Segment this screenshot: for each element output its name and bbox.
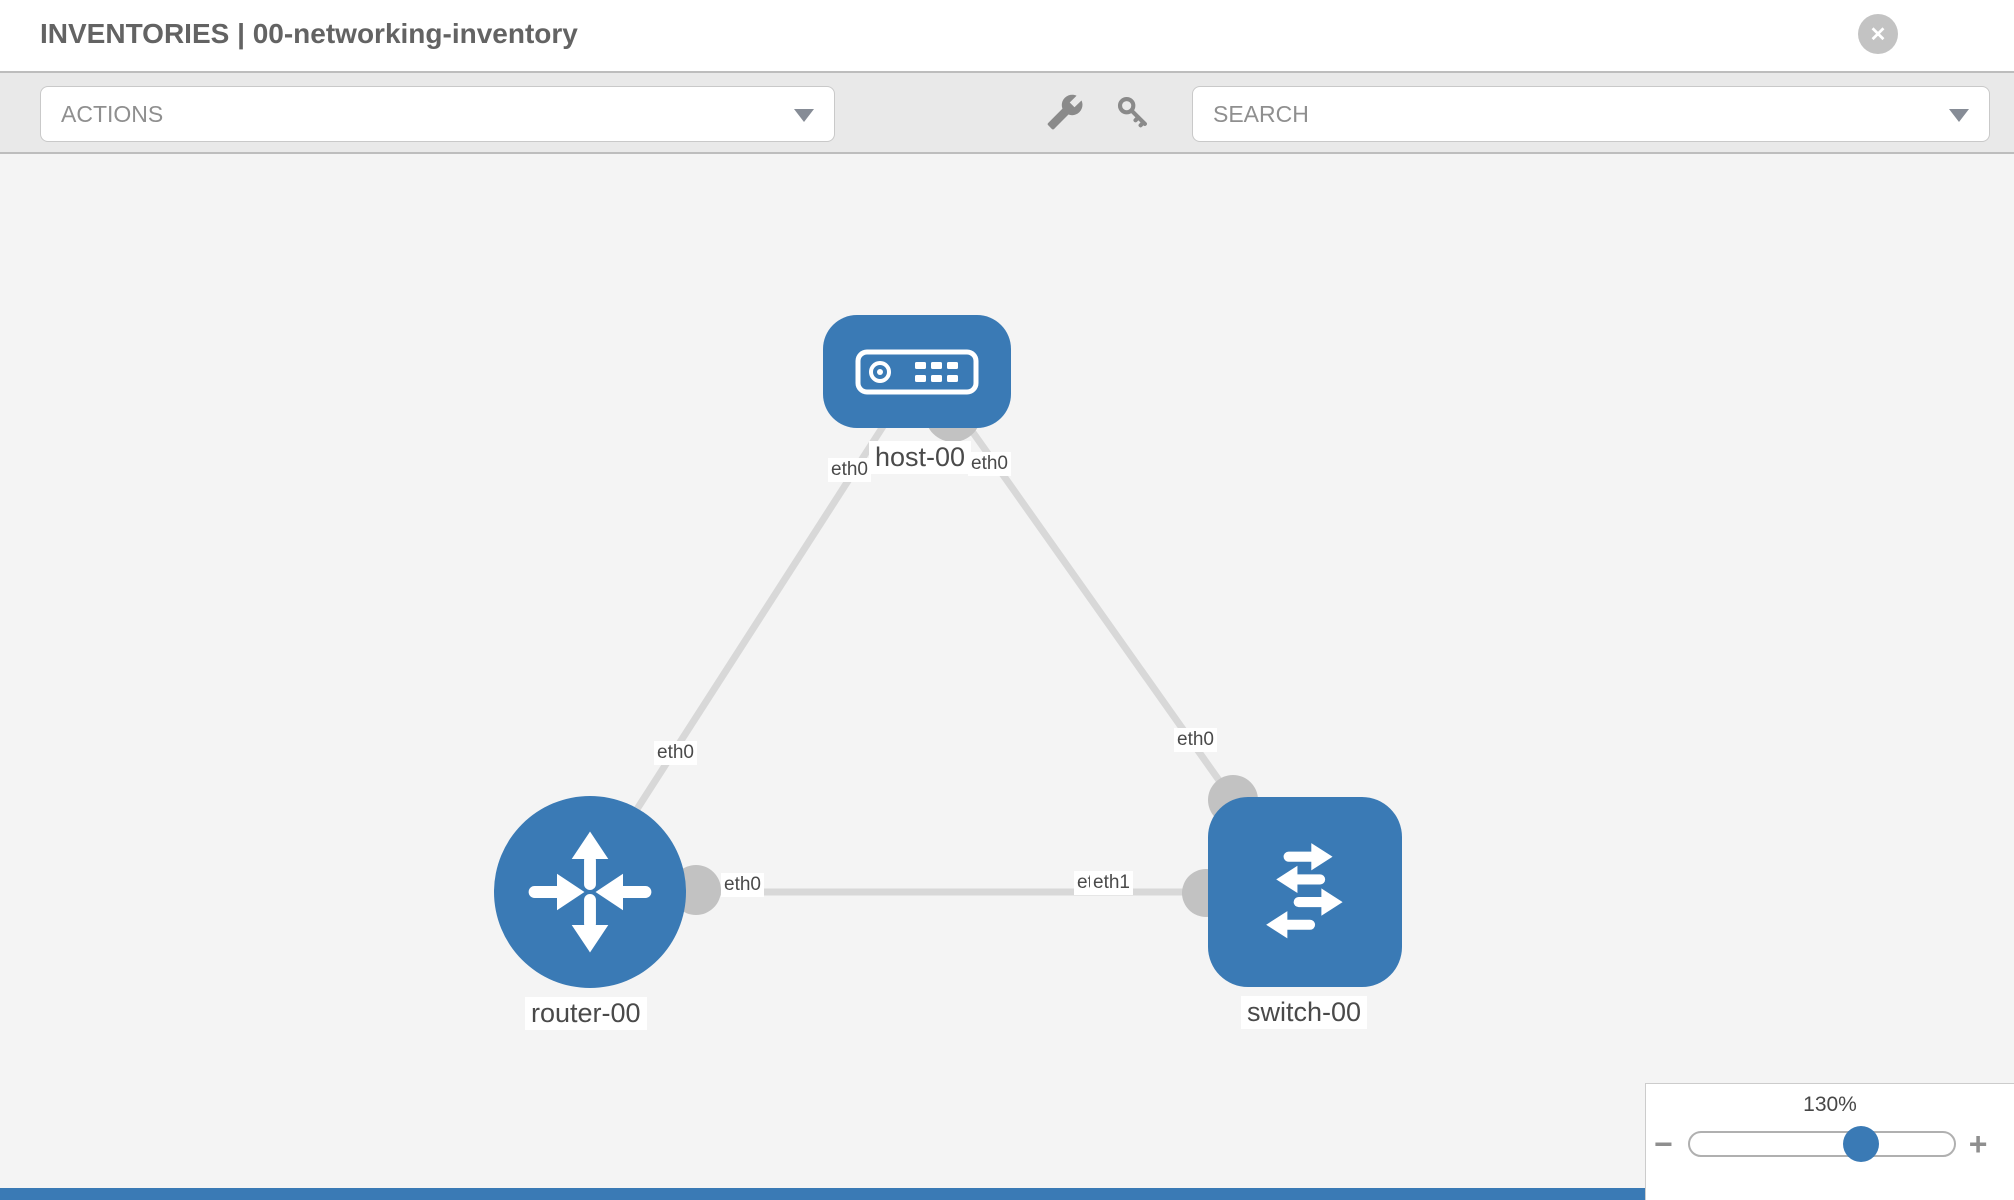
interface-label-switch-eth0: eth0 (1174, 728, 1217, 752)
node-label-host-00[interactable]: host-00 (869, 441, 972, 474)
interface-label-host-eth0-b: eth0 (968, 452, 1011, 476)
chevron-down-icon (794, 109, 814, 122)
close-button[interactable]: ✕ (1858, 14, 1898, 54)
zoom-row: − + (1646, 1124, 2014, 1164)
zoom-slider[interactable] (1687, 1126, 1956, 1162)
page-title: INVENTORIES | 00-networking-inventory (40, 18, 578, 49)
node-router-00[interactable] (494, 796, 686, 988)
actions-dropdown-label: ACTIONS (61, 100, 164, 127)
node-label-switch-00[interactable]: switch-00 (1241, 996, 1368, 1029)
host-icon (855, 349, 979, 394)
search-dropdown[interactable]: SEARCH (1192, 86, 1990, 142)
interface-label-host-eth0: eth0 (828, 458, 871, 482)
actions-dropdown[interactable]: ACTIONS (40, 86, 835, 142)
zoom-in-button[interactable]: + (1968, 1126, 1988, 1162)
topology-canvas[interactable] (0, 154, 2014, 1200)
toolbar: ACTIONS SEARCH (0, 71, 2014, 154)
zoom-level: 130% (1803, 1093, 1857, 1116)
wrench-icon[interactable] (1046, 93, 1084, 131)
chevron-down-icon (1949, 109, 1969, 122)
switch-icon (1266, 843, 1343, 939)
interface-label-router-eth0: eth0 (654, 741, 697, 765)
node-host-00[interactable] (823, 315, 1011, 428)
footer-bar (0, 1188, 1645, 1200)
interface-label-router-eth0-c: eth0 (721, 873, 764, 897)
close-icon: ✕ (1869, 23, 1887, 46)
router-icon (528, 831, 652, 953)
zoom-slider-handle[interactable] (1842, 1126, 1879, 1162)
node-switch-00[interactable] (1208, 797, 1402, 987)
interface-label-switch-eth1: eth1 (1090, 871, 1133, 895)
key-icon[interactable] (1114, 93, 1152, 131)
header: INVENTORIES | 00-networking-inventory ✕ (0, 0, 2014, 71)
node-label-router-00[interactable]: router-00 (525, 997, 647, 1030)
search-placeholder: SEARCH (1213, 100, 1309, 127)
zoom-out-button[interactable]: − (1654, 1126, 1673, 1162)
zoom-panel: 130% − + (1645, 1083, 2014, 1200)
